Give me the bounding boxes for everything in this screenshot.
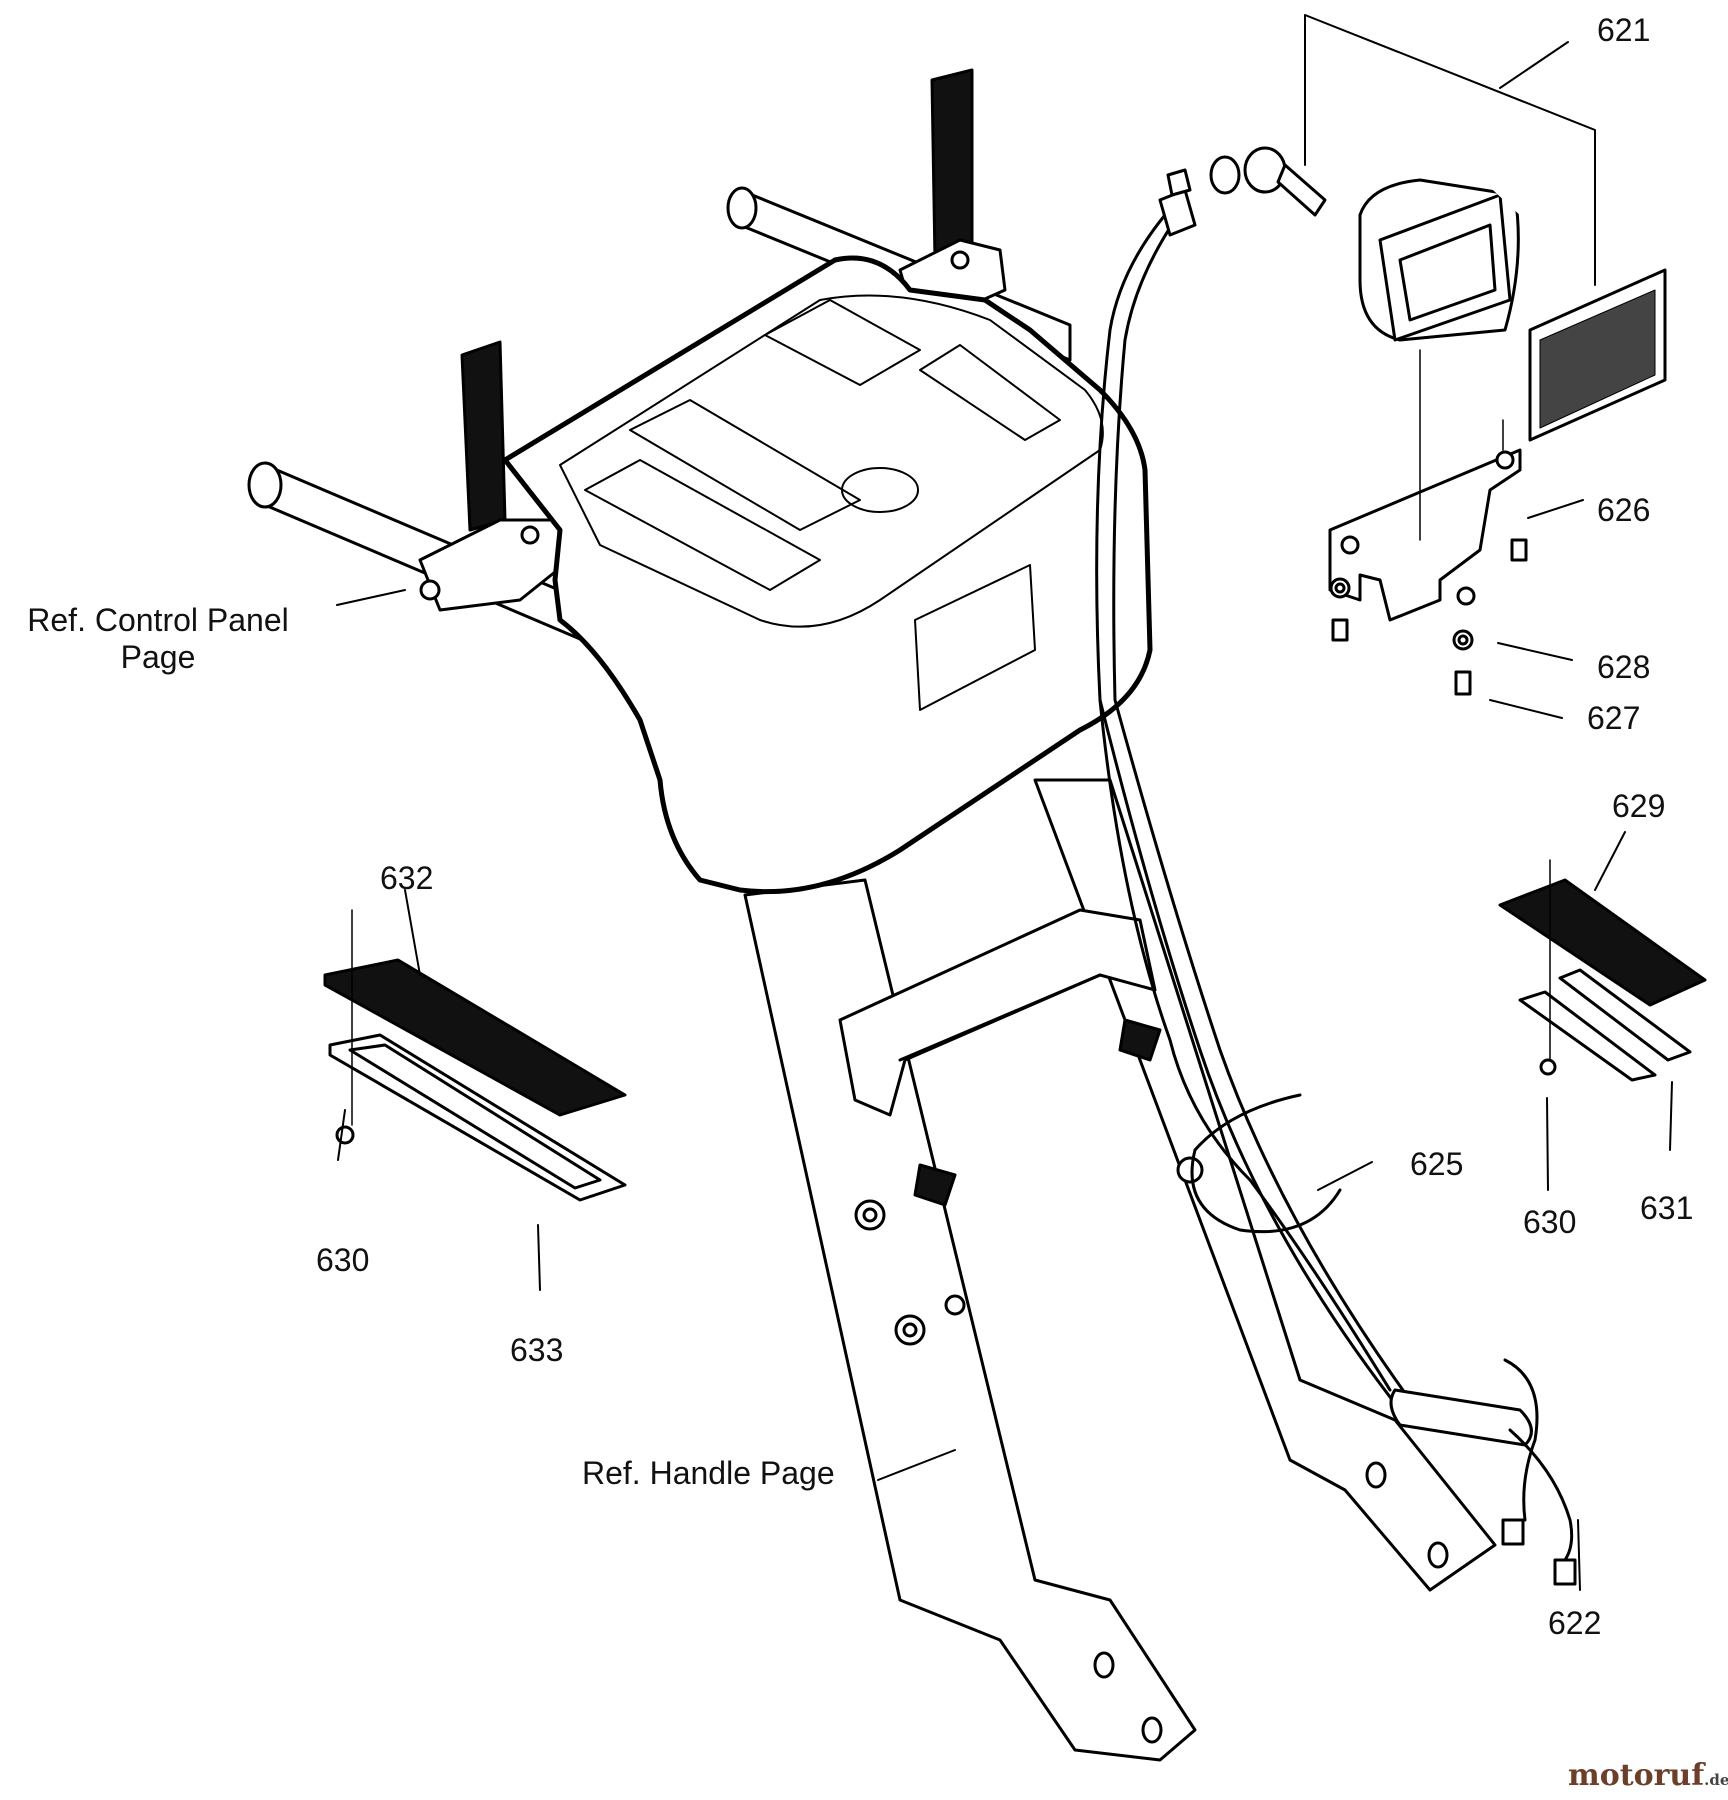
callout-633: 633: [510, 1332, 564, 1368]
callout-632: 632: [380, 860, 434, 896]
watermark-main: motoruf: [1568, 1758, 1705, 1793]
leader-lines: [336, 41, 1673, 1591]
callout-622: 622: [1548, 1605, 1602, 1641]
dash-panel: [502, 255, 1153, 895]
watermark-suffix: .de: [1704, 1771, 1728, 1789]
callout-631: 631: [1640, 1190, 1694, 1226]
callout-621: 621: [1597, 12, 1651, 48]
watermark-logo: motoruf.de: [1568, 1758, 1728, 1793]
decal-set-left: [323, 909, 627, 1202]
callout-630-left: 630: [316, 1242, 370, 1278]
wire-harness: [1095, 146, 1577, 1586]
callout-627: 627: [1587, 700, 1641, 736]
ref-handle-page-label: Ref. Handle Page: [582, 1455, 835, 1491]
handle-frame: [743, 778, 1497, 1762]
decal-set-right: [1498, 859, 1707, 1082]
callout-628: 628: [1597, 649, 1651, 685]
callout-625: 625: [1410, 1146, 1464, 1182]
headlight-bracket: [1328, 349, 1528, 696]
callout-629: 629: [1612, 788, 1666, 824]
ref-control-panel-label: Ref. Control Panel Page: [27, 602, 288, 676]
ref-control-panel-line2: Page: [120, 638, 196, 675]
callout-630-right: 630: [1523, 1204, 1577, 1240]
callout-626: 626: [1597, 492, 1651, 528]
ref-control-panel-line1: Ref. Control Panel: [27, 602, 289, 638]
headlight-assembly: [1304, 14, 1667, 442]
